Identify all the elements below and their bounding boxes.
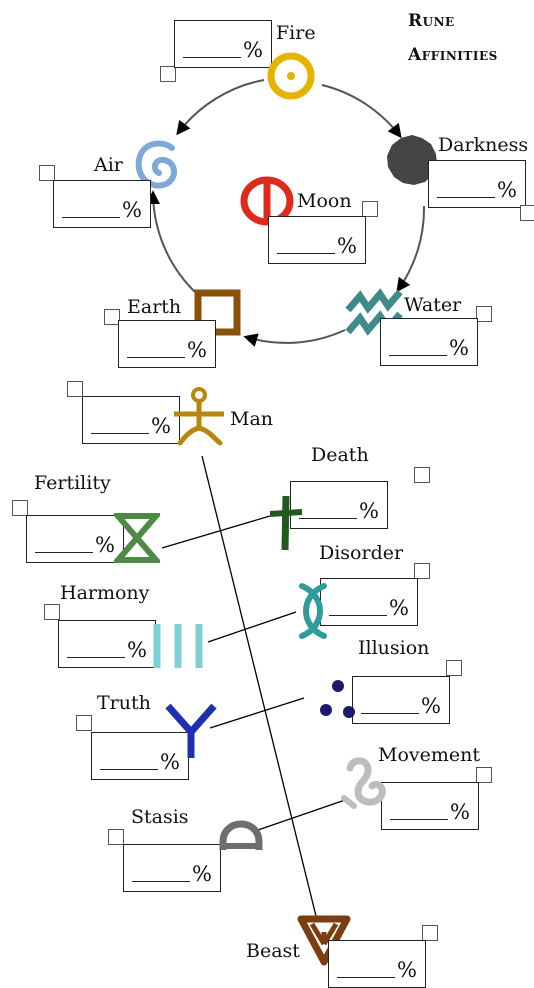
disorder-label: Disorder [319,542,404,564]
harmony-percent-field[interactable]: % [58,620,156,668]
water-checkbox[interactable] [476,306,492,322]
air-rune-icon [135,140,177,189]
death-percent-field[interactable]: % [290,481,388,529]
fertility-checkbox[interactable] [12,500,28,516]
fertility-rune-icon [114,513,160,563]
illusion-rune-icon [320,680,355,718]
movement-percent-field[interactable]: % [381,782,479,830]
death-rune-icon [269,495,303,551]
man-checkbox[interactable] [67,381,83,397]
earth-rune-icon [194,289,241,336]
page-title: Rune Affinities [408,11,498,65]
truth-label: Truth [97,692,151,714]
illusion-percent-field[interactable]: % [352,676,450,724]
moon-percent-field[interactable]: % [268,216,366,264]
illusion-label: Illusion [358,637,430,659]
earth-label: Earth [127,296,182,318]
air-percent-field[interactable]: % [53,180,151,228]
air-checkbox[interactable] [39,165,55,181]
truth-percent-field[interactable]: % [91,732,189,780]
darkness-rune-icon [387,135,437,185]
water-label: Water [404,294,462,316]
air-label: Air [94,154,123,176]
fire-percent-field[interactable]: % [174,20,272,68]
beast-checkbox[interactable] [422,925,438,941]
beast-label: Beast [246,940,300,962]
truth-rune-icon [165,703,217,758]
stasis-percent-field[interactable]: % [123,844,221,892]
disorder-rune-icon [299,583,327,639]
earth-percent-field[interactable]: % [118,320,216,368]
fire-rune-icon [267,52,315,100]
darkness-percent-field[interactable]: % [428,160,526,208]
death-label: Death [311,444,369,466]
disorder-checkbox[interactable] [414,563,430,579]
truth-checkbox[interactable] [76,715,92,731]
death-checkbox[interactable] [414,467,430,483]
fertility-label: Fertility [34,472,111,494]
beast-percent-field[interactable]: % [328,940,426,988]
stasis-checkbox[interactable] [108,829,124,845]
stasis-rune-icon [219,820,263,850]
harmony-rune-icon [153,624,203,668]
harmony-checkbox[interactable] [44,604,60,620]
man-label: Man [230,408,274,430]
fertility-percent-field[interactable]: % [26,515,124,563]
stasis-label: Stasis [131,806,189,828]
harmony-label: Harmony [60,582,150,604]
movement-checkbox[interactable] [476,767,492,783]
earth-checkbox[interactable] [104,309,120,325]
moon-checkbox[interactable] [362,201,378,217]
man-rune-icon [174,387,224,446]
water-percent-field[interactable]: % [380,318,478,366]
moon-label: Moon [297,190,352,212]
movement-label: Movement [378,744,481,766]
moon-rune-icon [240,176,294,226]
illusion-checkbox[interactable] [446,660,462,676]
man-percent-field[interactable]: % [82,396,180,444]
fire-label: Fire [276,22,316,44]
movement-rune-icon [341,757,386,809]
darkness-checkbox[interactable] [520,205,534,221]
darkness-label: Darkness [438,134,529,156]
disorder-percent-field[interactable]: % [320,578,418,626]
fire-checkbox[interactable] [160,66,176,82]
